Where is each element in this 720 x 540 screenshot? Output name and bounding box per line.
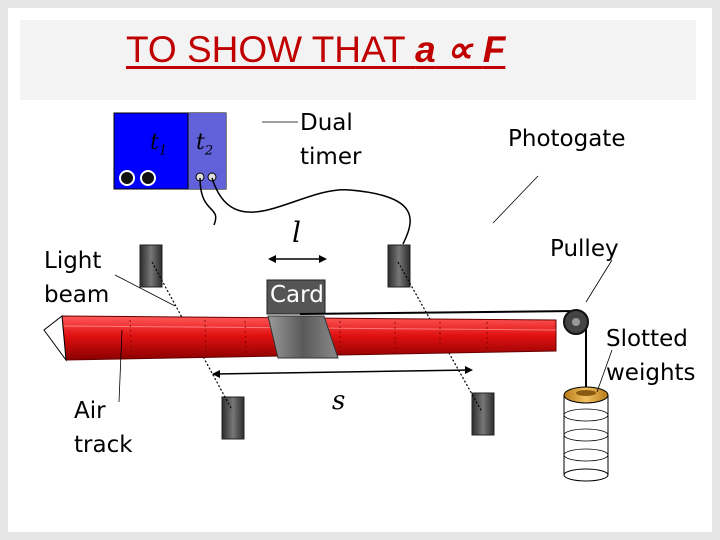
title-F: F bbox=[482, 29, 506, 70]
dual-timer bbox=[113, 112, 227, 190]
title-proportional-symbol: ∝ bbox=[446, 29, 473, 70]
slotted-weights-icon bbox=[563, 386, 609, 482]
string-horizontal bbox=[299, 310, 577, 315]
dual-timer-label: Dual timer bbox=[300, 110, 362, 170]
pulley-icon bbox=[563, 309, 589, 335]
t1-label: t1 bbox=[150, 130, 168, 159]
title-prefix: TO SHOW THAT bbox=[126, 29, 416, 70]
timer-knob-icon bbox=[140, 170, 156, 186]
slotted-weights-label: Slotted weights bbox=[606, 326, 696, 386]
card-label: Card bbox=[270, 282, 324, 308]
timer-socket-icon bbox=[207, 172, 217, 182]
air-track-label: Air track bbox=[74, 398, 133, 458]
light-beam-label: Light beam bbox=[44, 248, 110, 308]
light-beam-pointer bbox=[114, 274, 176, 307]
timer-knob-icon bbox=[119, 170, 135, 186]
title-a: a bbox=[415, 29, 436, 70]
t2-label: t2 bbox=[196, 130, 214, 159]
photogate-pointer bbox=[492, 175, 539, 224]
pulley-label: Pulley bbox=[550, 236, 619, 262]
cable-left bbox=[199, 177, 217, 226]
air-track-pointer bbox=[118, 329, 123, 403]
photogate-lower-left bbox=[221, 396, 245, 440]
photogate-upper-right bbox=[387, 244, 411, 288]
separation-s-arrow bbox=[212, 366, 473, 378]
cable-right bbox=[211, 177, 411, 245]
card bbox=[266, 279, 326, 315]
length-l-arrow bbox=[268, 255, 327, 263]
photogate-label-box bbox=[502, 108, 672, 200]
title-band bbox=[20, 20, 696, 100]
slide-title: TO SHOW THAT a ∝ F bbox=[126, 28, 505, 72]
pulley-pointer bbox=[585, 259, 613, 303]
photogate-upper-left bbox=[139, 244, 163, 288]
weights-pointer bbox=[596, 349, 613, 393]
photogate-label: Photogate bbox=[508, 126, 626, 152]
separation-s-label: s bbox=[332, 386, 346, 416]
photogate-lower-right bbox=[471, 392, 495, 436]
length-l-label: l bbox=[292, 216, 301, 249]
glider bbox=[267, 315, 339, 359]
